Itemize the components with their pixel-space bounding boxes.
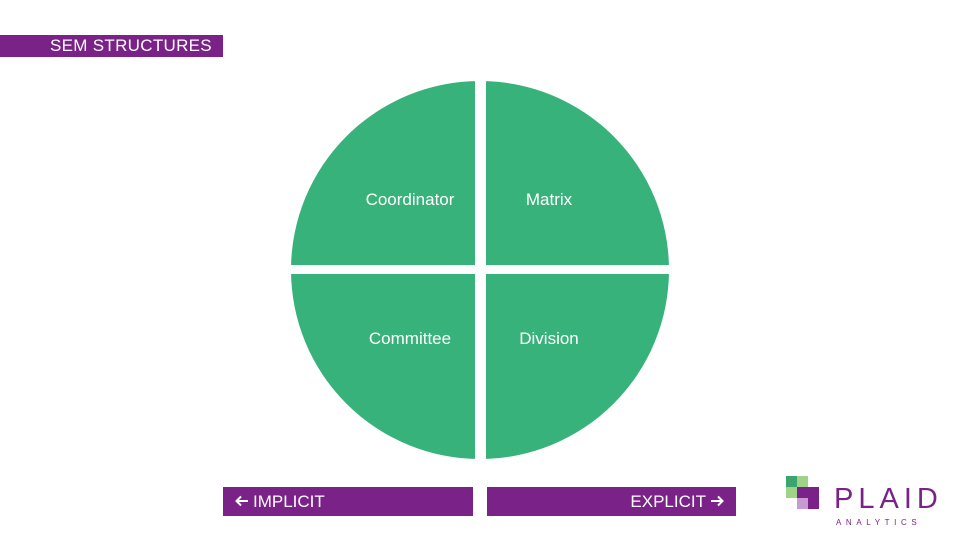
plaid-logo-icon (786, 476, 819, 509)
explicit-bar: EXPLICIT (487, 487, 736, 516)
quadrant-label-matrix: Matrix (526, 190, 573, 209)
quadrant-label-coordinator: Coordinator (366, 190, 455, 209)
logo-subtitle: ANALYTICS (836, 518, 922, 527)
quadrant-coordinator (291, 81, 475, 265)
quadrant-committee (291, 274, 475, 459)
arrow-left-icon (235, 487, 249, 516)
quadrant-label-division: Division (519, 329, 579, 348)
quadrant-label-committee: Committee (369, 329, 451, 348)
explicit-label: EXPLICIT (630, 492, 706, 511)
implicit-bar: IMPLICIT (223, 487, 473, 516)
quadrant-matrix (486, 81, 669, 265)
implicit-label: IMPLICIT (253, 492, 325, 511)
arrow-right-icon (710, 487, 724, 516)
logo-name: PLAID (834, 483, 943, 515)
quadrant-division (486, 274, 669, 459)
page-title: SEM STRUCTURES (0, 35, 223, 57)
